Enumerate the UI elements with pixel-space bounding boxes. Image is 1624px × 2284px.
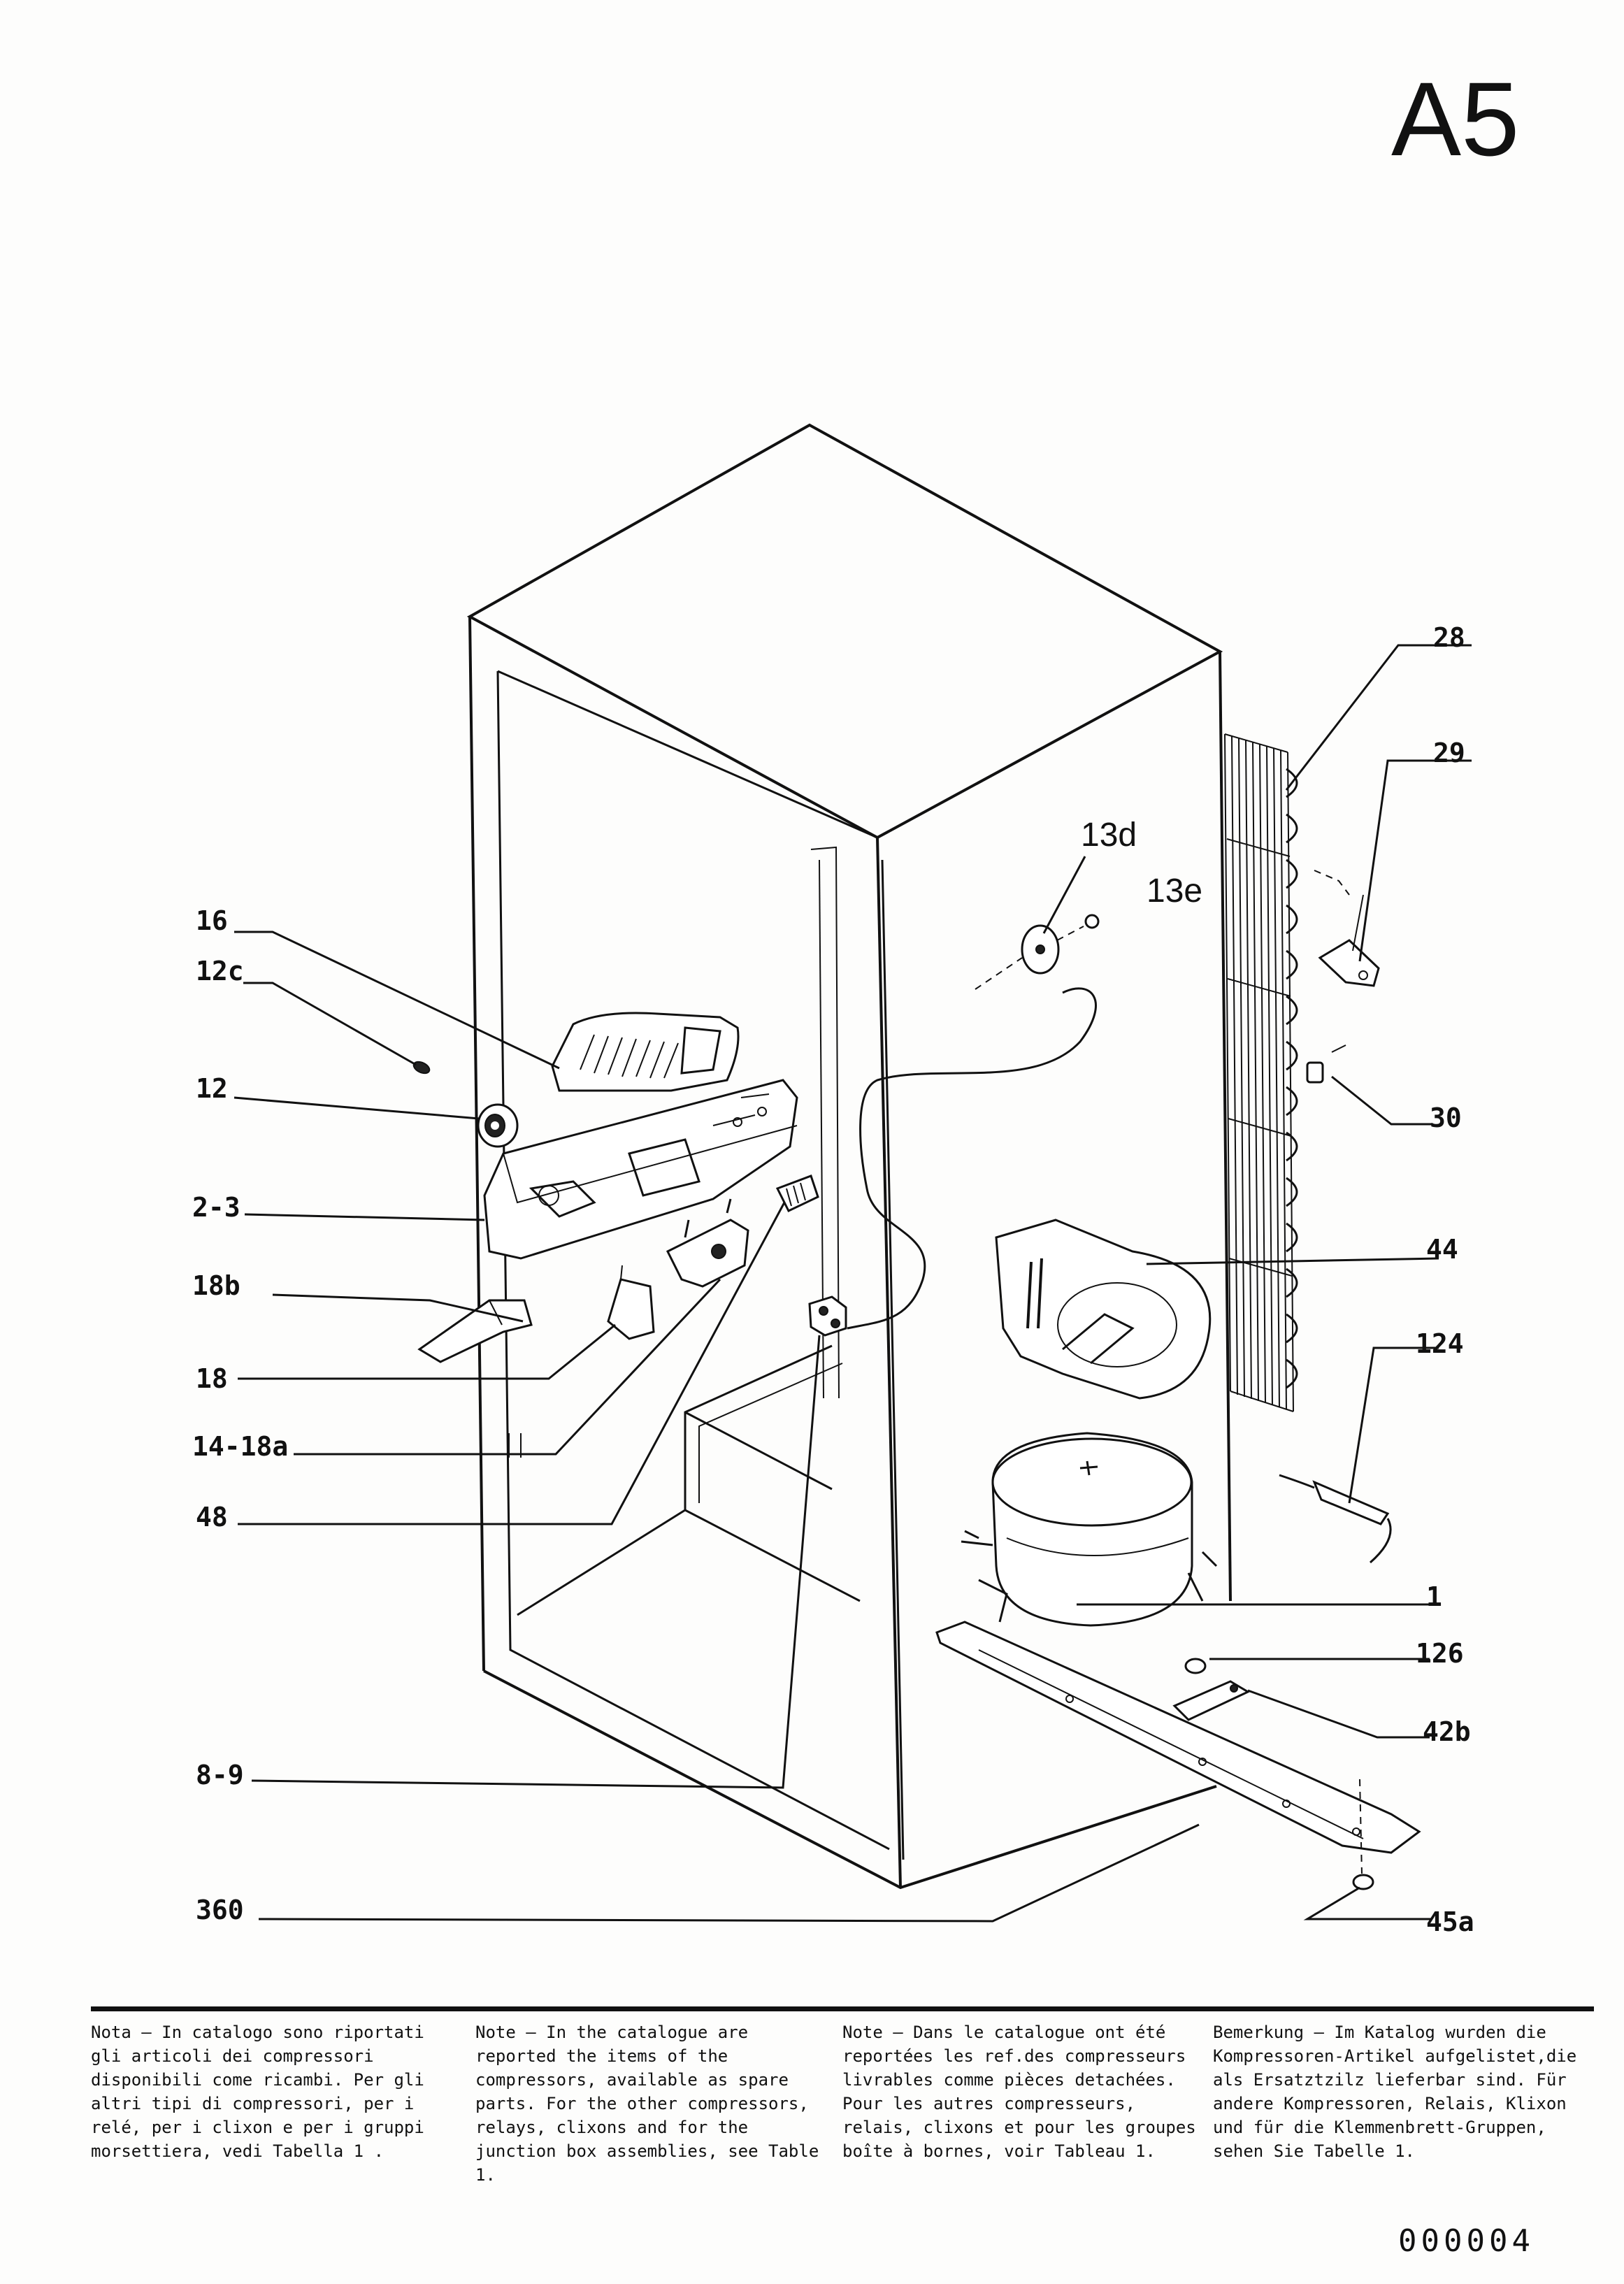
clamp-part-42b bbox=[1172, 1680, 1251, 1721]
thermal-protector-part-124 bbox=[1279, 1474, 1392, 1564]
label-13e: 13e bbox=[1147, 872, 1202, 910]
label-124: 124 bbox=[1416, 1328, 1464, 1359]
knob-part-12 bbox=[477, 1103, 519, 1148]
label-29: 29 bbox=[1433, 738, 1465, 768]
label-13d: 13d bbox=[1081, 817, 1137, 854]
label-30: 30 bbox=[1430, 1103, 1462, 1133]
note-italian: Nota – In catalogo sono riportati gli ar… bbox=[91, 2023, 424, 2161]
refrigerator-cabinet bbox=[466, 423, 1232, 1890]
label-2-3: 2-3 bbox=[192, 1192, 240, 1223]
page-id-label: A5 bbox=[1391, 60, 1520, 178]
terminal-part-8-9 bbox=[808, 1295, 847, 1337]
note-french: Note – Dans le catalogue ont été reporté… bbox=[842, 2023, 1196, 2161]
label-126: 126 bbox=[1416, 1638, 1464, 1669]
drip-tray-part-44 bbox=[995, 1219, 1212, 1400]
label-48: 48 bbox=[196, 1502, 228, 1532]
note-english: Note – In the catalogue are reported the… bbox=[475, 2023, 819, 2185]
label-360: 360 bbox=[196, 1895, 244, 1925]
thermostat-cover-part-16 bbox=[551, 1012, 740, 1092]
note-german: Bemerkung – Im Katalog wurden die Kompre… bbox=[1213, 2023, 1577, 2161]
base-plate bbox=[935, 1621, 1421, 1854]
label-18b: 18b bbox=[192, 1270, 240, 1301]
label-18: 18 bbox=[196, 1363, 228, 1394]
condenser-bracket-part-29 bbox=[1318, 894, 1380, 987]
grommet-part-13d bbox=[1021, 924, 1060, 975]
leader-lines bbox=[233, 644, 1472, 1923]
pin-part-12c bbox=[412, 1061, 431, 1075]
grommet-part-126 bbox=[1184, 1658, 1207, 1674]
compressor-part-1 bbox=[961, 1432, 1218, 1627]
label-12: 12 bbox=[196, 1073, 228, 1104]
thermostat-box-part-2-3 bbox=[483, 1079, 798, 1260]
document-number: 000004 bbox=[1398, 2223, 1535, 2259]
label-12c: 12c bbox=[196, 956, 244, 986]
part-number-labels: 28 29 13d 13e 16 12c 12 30 2-3 44 18b 12… bbox=[192, 622, 1474, 1937]
label-45a: 45a bbox=[1426, 1906, 1474, 1937]
condenser-coil bbox=[1224, 733, 1298, 1412]
relay-clip-part-18 bbox=[607, 1265, 655, 1340]
relay-part-14-18a bbox=[666, 1198, 749, 1288]
lever-part-18b bbox=[417, 1299, 533, 1363]
label-8-9: 8-9 bbox=[196, 1760, 244, 1790]
washer-part-13e bbox=[1084, 914, 1100, 929]
footer-rule bbox=[91, 2006, 1594, 2011]
foot-part-45a bbox=[1352, 1779, 1374, 1890]
label-1: 1 bbox=[1426, 1581, 1442, 1612]
label-16: 16 bbox=[196, 905, 228, 936]
label-14-18a: 14-18a bbox=[192, 1431, 288, 1462]
label-28: 28 bbox=[1433, 622, 1465, 653]
clip-part-30 bbox=[1306, 1044, 1346, 1084]
label-42b: 42b bbox=[1423, 1716, 1471, 1747]
power-cable bbox=[847, 987, 1097, 1330]
label-44: 44 bbox=[1426, 1234, 1458, 1265]
